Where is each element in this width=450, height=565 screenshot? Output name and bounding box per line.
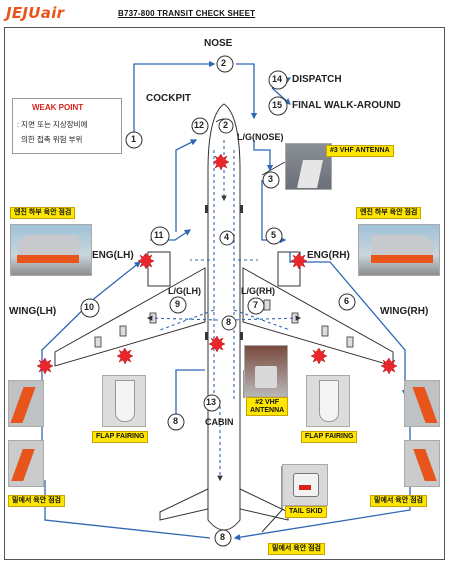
step-2-nose: 2 [221,58,227,68]
step-10: 10 [84,302,95,312]
step-8-tail: 8 [220,532,226,542]
cockpit-label: COCKPIT [146,93,191,104]
vhf2-antenna-photo [244,345,288,397]
step-15: 15 [272,100,283,110]
engine-lower-rh-callout: 엔진 하부 육안 점검 [356,207,422,219]
engine-rh-photo [358,224,440,276]
step-6: 6 [344,296,350,306]
winglet-rh-top-photo [404,380,440,427]
landing-gear-lh-label: L/G(LH) [168,286,201,296]
weak-point-title: WEAK POINT [32,103,84,112]
diagram-frame [4,27,445,560]
winglet-rh-bottom-photo [404,440,440,487]
under-check-rh-callout: 밑에서 육안 점검 [370,495,427,507]
step-9: 9 [175,299,181,309]
weak-point-desc-line1: : 지면 또는 지상장비에 [17,120,88,129]
nose-label: NOSE [204,38,233,49]
winglet-lh-bottom-photo [8,440,44,487]
engine-lh-label: ENG(LH) [92,250,134,261]
landing-gear-nose-label: L/G(NOSE) [237,132,284,142]
aircraft-silhouette [54,103,394,531]
step-5: 5 [271,230,277,240]
flap-fairing-lh-callout: FLAP FAIRING [92,431,149,443]
winglet-lh-top-photo [8,380,44,427]
engine-rh-label: ENG(RH) [307,250,350,261]
jejuair-logo: JEJUair [6,4,65,22]
wing-rh-label: WING(RH) [380,306,429,317]
engine-lower-lh-callout: 엔진 하부 육안 점검 [10,207,76,219]
step-3: 3 [268,174,274,184]
step-2-gear: 2 [223,120,229,130]
under-check-lh-callout: 밑에서 육안 점검 [8,495,65,507]
final-walkaround-label: FINAL WALK-AROUND [292,100,401,111]
step-8-center: 8 [226,317,232,327]
step-1: 1 [131,134,137,144]
cabin-label: CABIN [205,417,234,427]
tail-skid-callout: TAIL SKID [285,506,327,518]
step-12: 12 [194,120,205,130]
document-title: B737-800 TRANSIT CHECK SHEET [118,9,256,18]
vhf2-antenna-callout: #2 VHF ANTENNA [246,397,289,417]
step-4: 4 [224,232,230,242]
flap-fairing-rh-callout: FLAP FAIRING [301,431,358,443]
weak-point-desc-line2: 의한 접촉 위험 부위 [21,135,83,144]
landing-gear-rh-label: L/G(RH) [241,286,275,296]
tail-skid-photo [282,464,328,506]
flap-fairing-rh-photo [306,375,350,427]
vhf2-callout-line2: ANTENNA [250,406,285,414]
weak-point-legend [12,98,122,154]
vhf3-antenna-callout: #3 VHF ANTENNA [326,145,394,157]
wing-lh-label: WING(LH) [9,306,57,317]
step-8-left: 8 [173,416,179,426]
step-13: 13 [206,397,217,407]
flap-fairing-lh-photo [102,375,146,427]
vhf3-antenna-photo [285,143,332,190]
vhf2-callout-line1: #2 VHF [255,399,279,406]
step-7: 7 [253,300,259,310]
step-11: 11 [154,230,164,240]
dispatch-label: DISPATCH [292,74,342,85]
tail-under-check-callout: 밑에서 육안 점검 [268,543,325,555]
step-14: 14 [272,74,283,84]
engine-lh-photo [10,224,92,276]
